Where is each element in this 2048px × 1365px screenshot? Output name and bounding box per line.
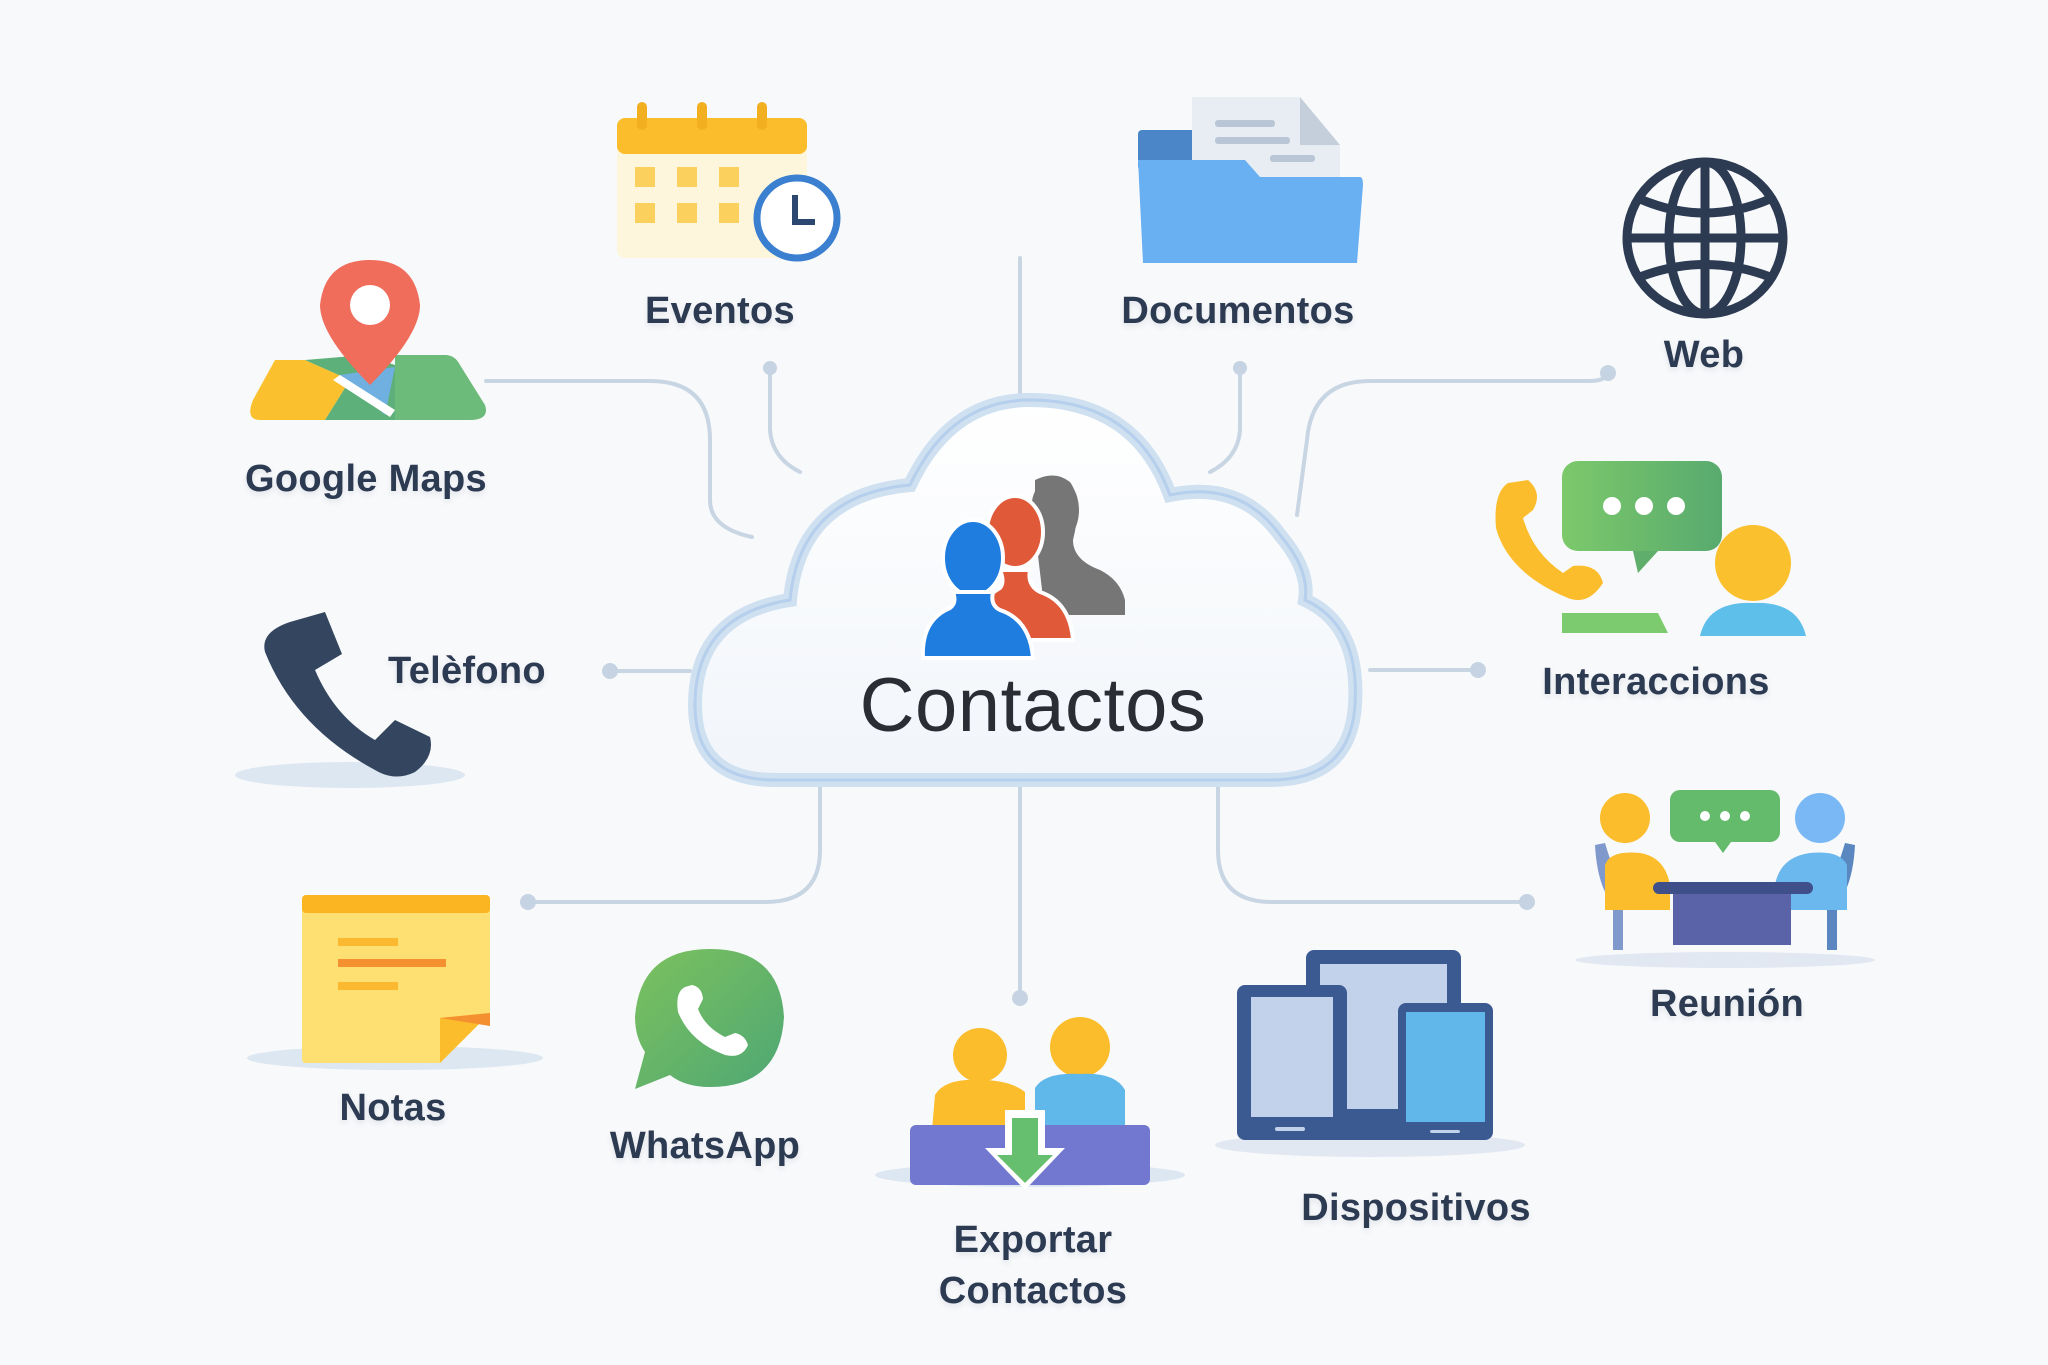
devices-icon [1215, 950, 1525, 1157]
node-google-maps[interactable] [245, 255, 490, 430]
label-dispositivos: Dispositivos [1301, 1187, 1531, 1229]
node-notas[interactable] [245, 893, 545, 1078]
calendar-clock-icon [617, 102, 841, 262]
label-notas: Notas [339, 1087, 447, 1129]
people-group-icon [905, 470, 1145, 660]
export-contacts-icon [875, 1017, 1185, 1190]
node-eventos[interactable] [615, 100, 850, 265]
node-dispositivos[interactable] [1210, 945, 1530, 1160]
label-eventos: Eventos [645, 290, 795, 332]
label-interaccions: Interaccions [1542, 661, 1770, 703]
call-chat-person-icon [1495, 461, 1806, 636]
whatsapp-icon [635, 949, 784, 1089]
label-documentos: Documentos [1121, 290, 1355, 332]
node-documentos[interactable] [1135, 95, 1365, 270]
label-exportar-line2: Contactos [938, 1270, 1128, 1312]
central-title: Contactos [859, 663, 1207, 748]
globe-icon [1622, 157, 1788, 319]
label-telefono: Telèfono [388, 650, 546, 692]
node-web[interactable] [1620, 157, 1790, 319]
sticky-note-icon [247, 895, 543, 1070]
label-exportar-line1: Exportar [953, 1219, 1113, 1261]
node-reunion[interactable] [1565, 785, 1885, 970]
label-whatsapp: WhatsApp [609, 1125, 801, 1167]
folder-document-icon [1138, 97, 1363, 263]
label-reunion: Reunión [1649, 983, 1805, 1025]
node-whatsapp[interactable] [630, 947, 790, 1097]
label-web: Web [1663, 334, 1745, 376]
node-exportar-contactos[interactable] [870, 1010, 1190, 1195]
meeting-icon [1575, 790, 1875, 968]
phone-handset-icon [235, 612, 465, 788]
node-interaccions[interactable] [1488, 458, 1818, 638]
label-google-maps: Google Maps [245, 458, 487, 500]
node-telefono[interactable] [230, 612, 470, 792]
map-pin-icon [250, 260, 486, 420]
